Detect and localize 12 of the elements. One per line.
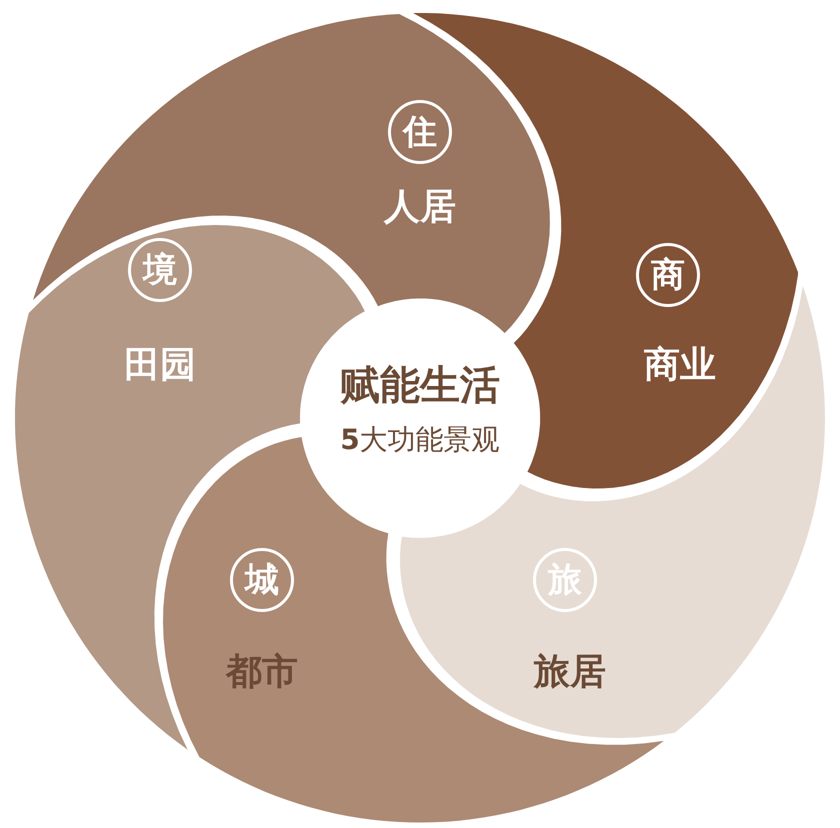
center-title: 赋能生活 <box>340 362 500 410</box>
segment-label: 人居 <box>384 185 456 230</box>
center-subtitle: 5大功能景观 <box>340 422 500 458</box>
character-badge: 境 <box>128 238 192 302</box>
character-badge: 住 <box>388 100 452 164</box>
character-badge: 商 <box>636 242 700 307</box>
segment-label: 都市 <box>226 650 298 694</box>
teardrop-segment <box>32 14 550 333</box>
segment-label: 旅居 <box>534 650 606 694</box>
segment-label: 田园 <box>124 343 196 388</box>
character-badge: 城 <box>230 548 294 612</box>
segment-label: 商业 <box>644 343 716 388</box>
